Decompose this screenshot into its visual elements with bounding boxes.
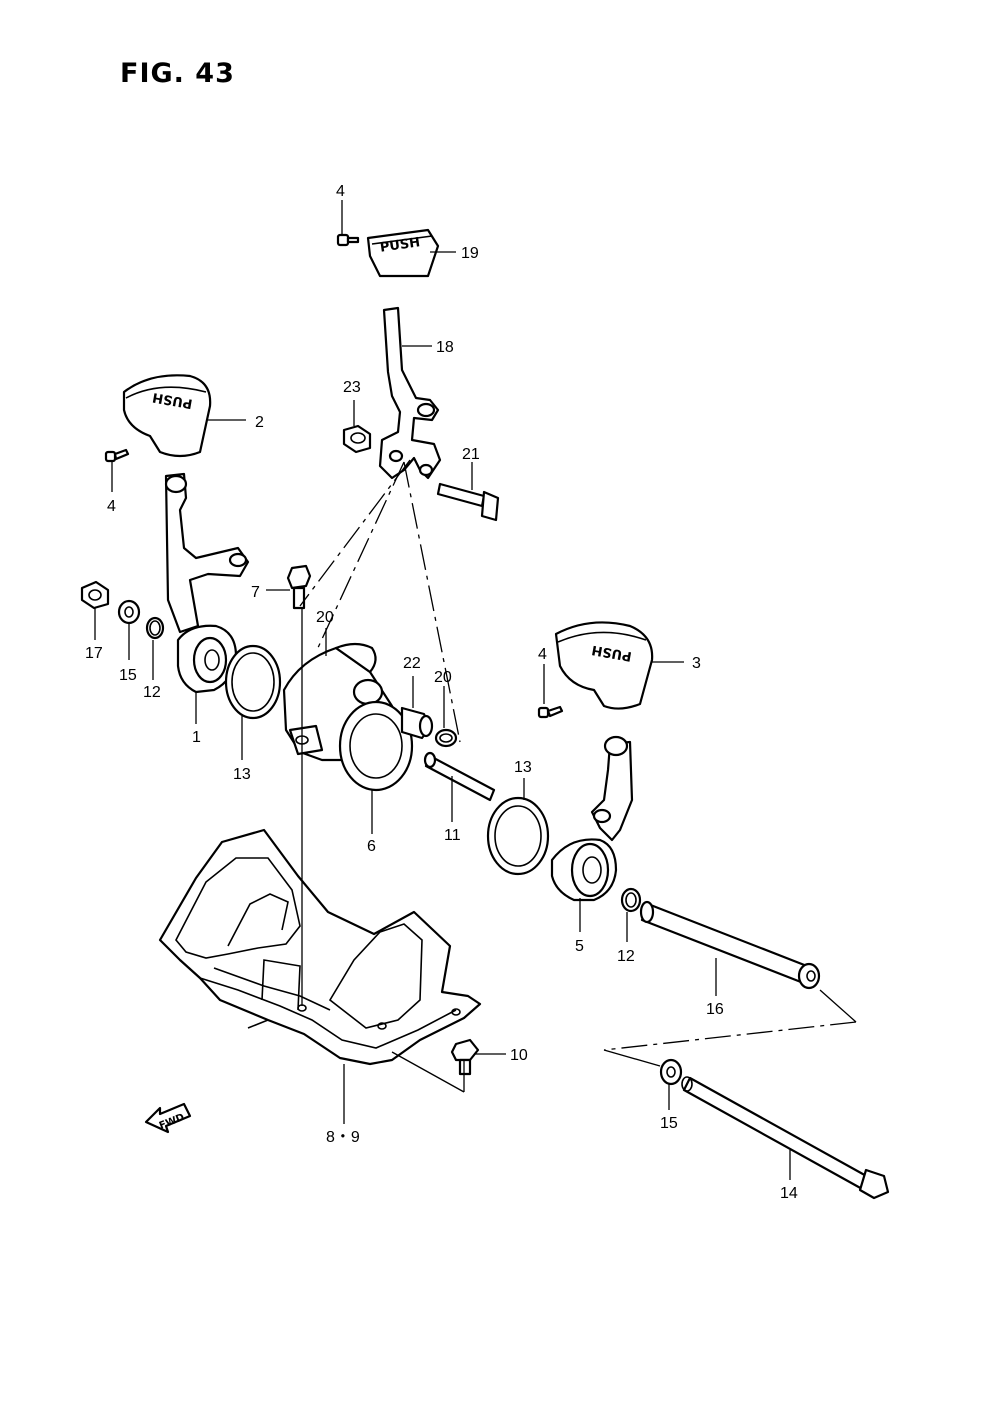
callout-12-left: 12: [143, 684, 161, 701]
callout-12-right: 12: [617, 948, 635, 965]
bolt-7: [286, 564, 312, 610]
callout-1: 1: [192, 729, 201, 746]
callout-15-right: 15: [660, 1115, 678, 1132]
sleeve-16: [639, 900, 821, 990]
fwd-arrow-icon: FWD: [144, 1102, 192, 1134]
callouts: 4 19 18 23 2 4 21 7 20 17 15 12 1 13 22 …: [85, 183, 798, 1202]
callout-6: 6: [367, 838, 376, 855]
o-ring-12-right: [620, 887, 642, 913]
bolt-10: [450, 1038, 480, 1076]
nut-23: [342, 424, 372, 454]
o-ring-12-left: [145, 616, 165, 640]
callout-10: 10: [510, 1047, 528, 1064]
callout-22: 22: [403, 655, 421, 672]
knob-3-text: PUSH: [591, 642, 633, 664]
callout-20-right: 20: [434, 669, 452, 686]
callout-15-left: 15: [119, 667, 137, 684]
knob-2-text: PUSH: [151, 389, 193, 411]
nut-17: [80, 580, 110, 610]
knob-19-text: PUSH: [379, 235, 421, 255]
callout-8-9: 8・9: [326, 1129, 360, 1146]
callout-16: 16: [706, 1001, 724, 1018]
washer-15-left: [117, 599, 141, 625]
knob-3: PUSH: [554, 621, 654, 710]
callout-3: 3: [692, 655, 701, 672]
callout-11: 11: [444, 827, 461, 844]
bolt-14: [681, 1076, 890, 1200]
lever-18: [378, 306, 442, 480]
washer-15-right: [659, 1058, 683, 1086]
bolt-21: [436, 482, 500, 522]
leader-lines: [94, 200, 857, 1180]
callout-14: 14: [780, 1185, 798, 1202]
screw-4-right: [537, 705, 564, 719]
callout-18: 18: [436, 339, 454, 356]
housing-6: [282, 642, 414, 792]
bracket-8-9: [158, 828, 482, 1066]
shaft-11: [423, 751, 496, 802]
screw-4-top: [336, 233, 360, 247]
callout-17: 17: [85, 645, 103, 662]
callout-20-left: 20: [316, 609, 334, 626]
callout-7: 7: [251, 584, 260, 601]
callout-4-left: 4: [107, 498, 116, 515]
screw-4-left: [104, 448, 130, 463]
callout-13-left: 13: [233, 766, 251, 783]
callout-5: 5: [575, 938, 584, 955]
seal-13-right: [486, 796, 550, 876]
knob-19: PUSH: [366, 228, 440, 278]
o-ring-20-right: [434, 728, 458, 748]
shift-lever-1: [164, 472, 250, 694]
callout-19: 19: [461, 245, 479, 262]
pin-22: [400, 706, 434, 740]
seal-13-left: [224, 644, 282, 720]
callout-21: 21: [462, 446, 480, 463]
callout-4-top: 4: [336, 183, 345, 200]
callout-2: 2: [255, 414, 264, 431]
callout-13-right: 13: [514, 759, 532, 776]
figure-title: FIG. 43: [120, 58, 235, 89]
callout-4-right: 4: [538, 646, 547, 663]
callout-23: 23: [343, 379, 361, 396]
shift-lever-5: [550, 735, 634, 902]
knob-2: PUSH: [122, 374, 212, 458]
